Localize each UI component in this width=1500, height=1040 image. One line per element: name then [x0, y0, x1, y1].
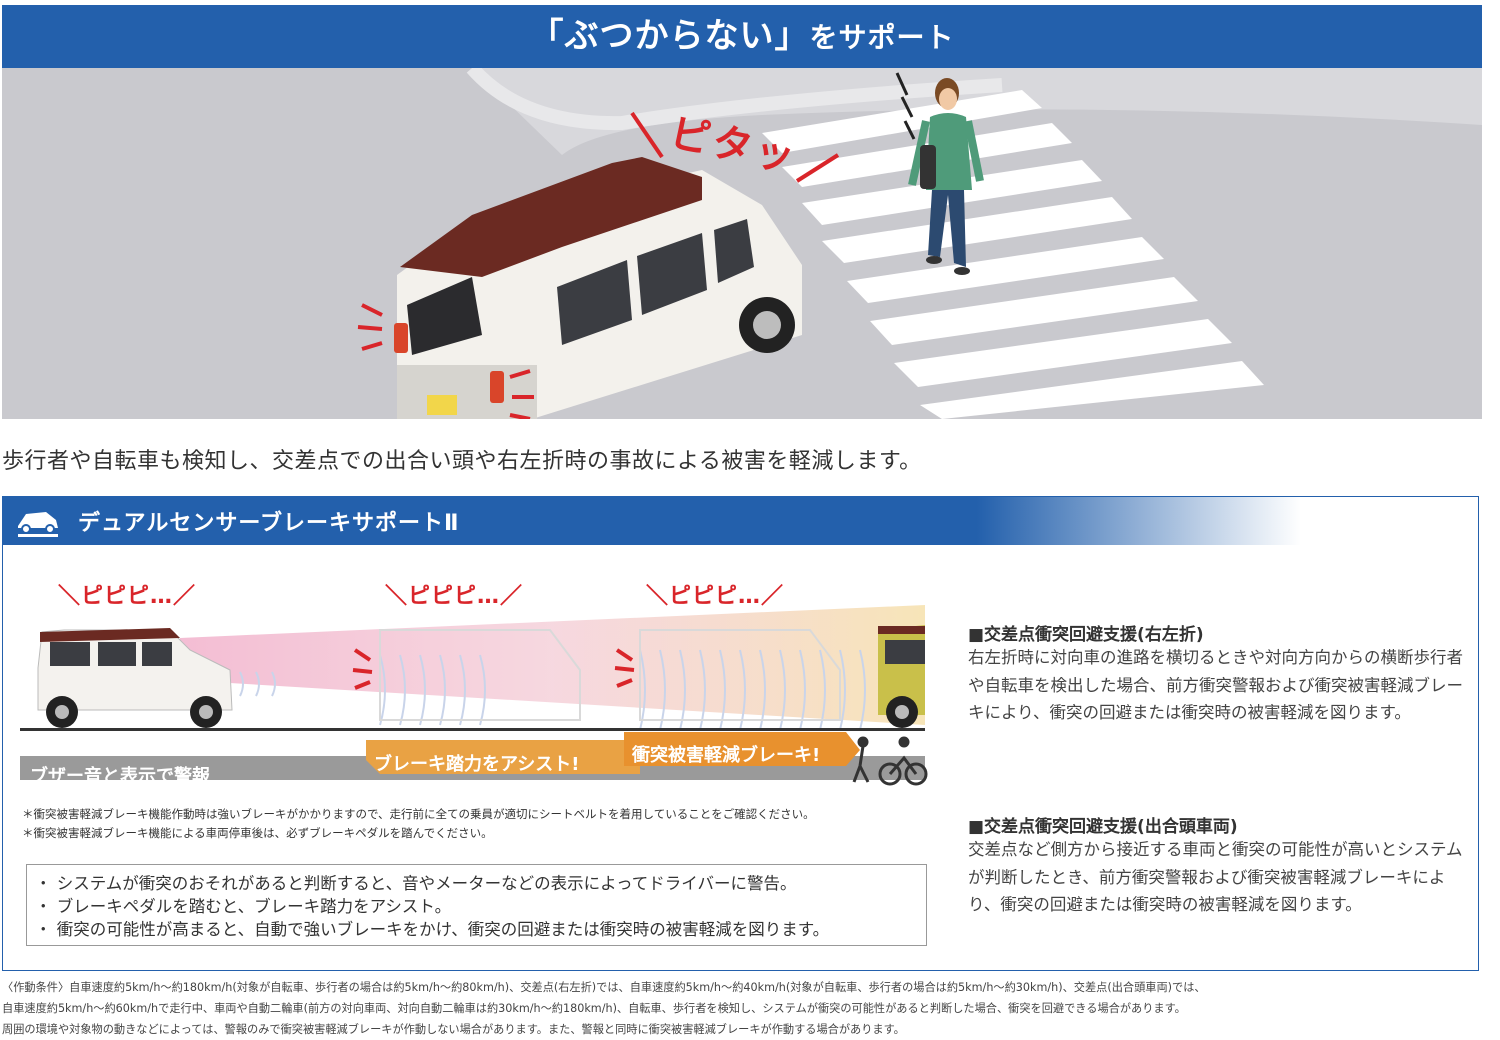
hero-illustration: 「ぶつからない」をサポート ピタッ [2, 5, 1482, 419]
summary-item: ・ システムが衝突のおそれがあると判断すると、音やメーターなどの表示によってドラ… [35, 874, 797, 893]
intersection-scene [357, 63, 1482, 419]
oncoming-car [878, 625, 925, 728]
beep-warning-3: ＼ピピピ…／ [646, 584, 785, 609]
beep-warning-1: ＼ピピピ…／ [58, 584, 197, 609]
sensor-beam [180, 605, 925, 725]
car-illustration [357, 157, 802, 419]
hero-title-main: 「ぶつからない」 [529, 16, 810, 56]
caution-note: ＊衝突被害軽減ブレーキ機能による車両停車後は、必ずブレーキペダルを踏んでください… [22, 826, 493, 840]
pedestrian [908, 78, 984, 275]
hero-title-bar [2, 5, 1482, 68]
assist-stage-label: ブレーキ踏力をアシスト! [374, 754, 580, 775]
feature-panel [2, 496, 1479, 971]
brake-support-logo-icon [12, 500, 64, 540]
footnote-line: 自車速度約5km/h～約60km/hで走行中、車両や自動二輪車(前方の対向車両、… [2, 1002, 1186, 1015]
function-summary-box: ・ システムが衝突のおそれがあると判断すると、音やメーターなどの表示によってドラ… [26, 864, 927, 946]
operating-conditions-footnote: 〈作動条件〉自車速度約5km/h～約180km/h(対象が自転車、歩行者の場合は… [2, 977, 1498, 1040]
feature-panel-title: デュアルセンサーブレーキサポートⅡ [78, 511, 460, 536]
lead-sentence: 歩行者や自転車も検知し、交差点での出合い頭や右左折時の事故による被害を軽減します… [2, 449, 922, 474]
brake-support-diagram [20, 605, 928, 786]
footnote-line: 〈作動条件〉自車速度約5km/h～約180km/h(対象が自転車、歩行者の場合は… [2, 981, 1206, 994]
summary-item: ・ ブレーキペダルを踏むと、ブレーキ踏力をアシスト。 [35, 897, 452, 916]
feature-heading-crossing: ■交差点衝突回避支援(出合頭車両) [968, 817, 1238, 837]
pedestrian-cyclist-icon [852, 736, 928, 786]
footnote-line: 周囲の環境や対象物の動きなどによっては、警報のみで衝突被害軽減ブレーキが作動しな… [2, 1023, 905, 1036]
caution-note: ＊衝突被害軽減ブレーキ機能作動時は強いブレーキがかかりますので、走行前に全ての乗… [22, 807, 815, 821]
ghost-car-outlines [379, 629, 841, 721]
hero-title-sub: をサポート [809, 21, 955, 54]
feature-text-crossing: 交差点など側方から接近する車両と衝突の可能性が高いとシステムが判断したとき、前方… [968, 840, 1463, 914]
crosswalk [762, 90, 1264, 419]
feature-text-turn: 右左折時に対向車の進路を横切るときや対向方向からの横断歩行者や自転車を検出した場… [968, 648, 1463, 722]
brake-stage-bar [624, 732, 860, 766]
summary-item: ・ 衝突の可能性が高まると、自動で強いブレーキをかけ、衝突の回避または衝突時の被… [35, 920, 830, 939]
feature-panel-header [3, 497, 1478, 545]
own-car [37, 628, 233, 728]
assist-stage-bar [366, 740, 640, 774]
beep-warning-2: ＼ピピピ…／ [385, 584, 524, 609]
brake-stage-label: 衝突被害軽減ブレーキ! [632, 745, 821, 766]
feature-heading-turn: ■交差点衝突回避支援(右左折) [968, 625, 1204, 645]
hero-title: 「ぶつからない」をサポート [2, 5, 1482, 68]
buzzer-stage-label: ブザー音と表示で警報 [30, 766, 210, 787]
